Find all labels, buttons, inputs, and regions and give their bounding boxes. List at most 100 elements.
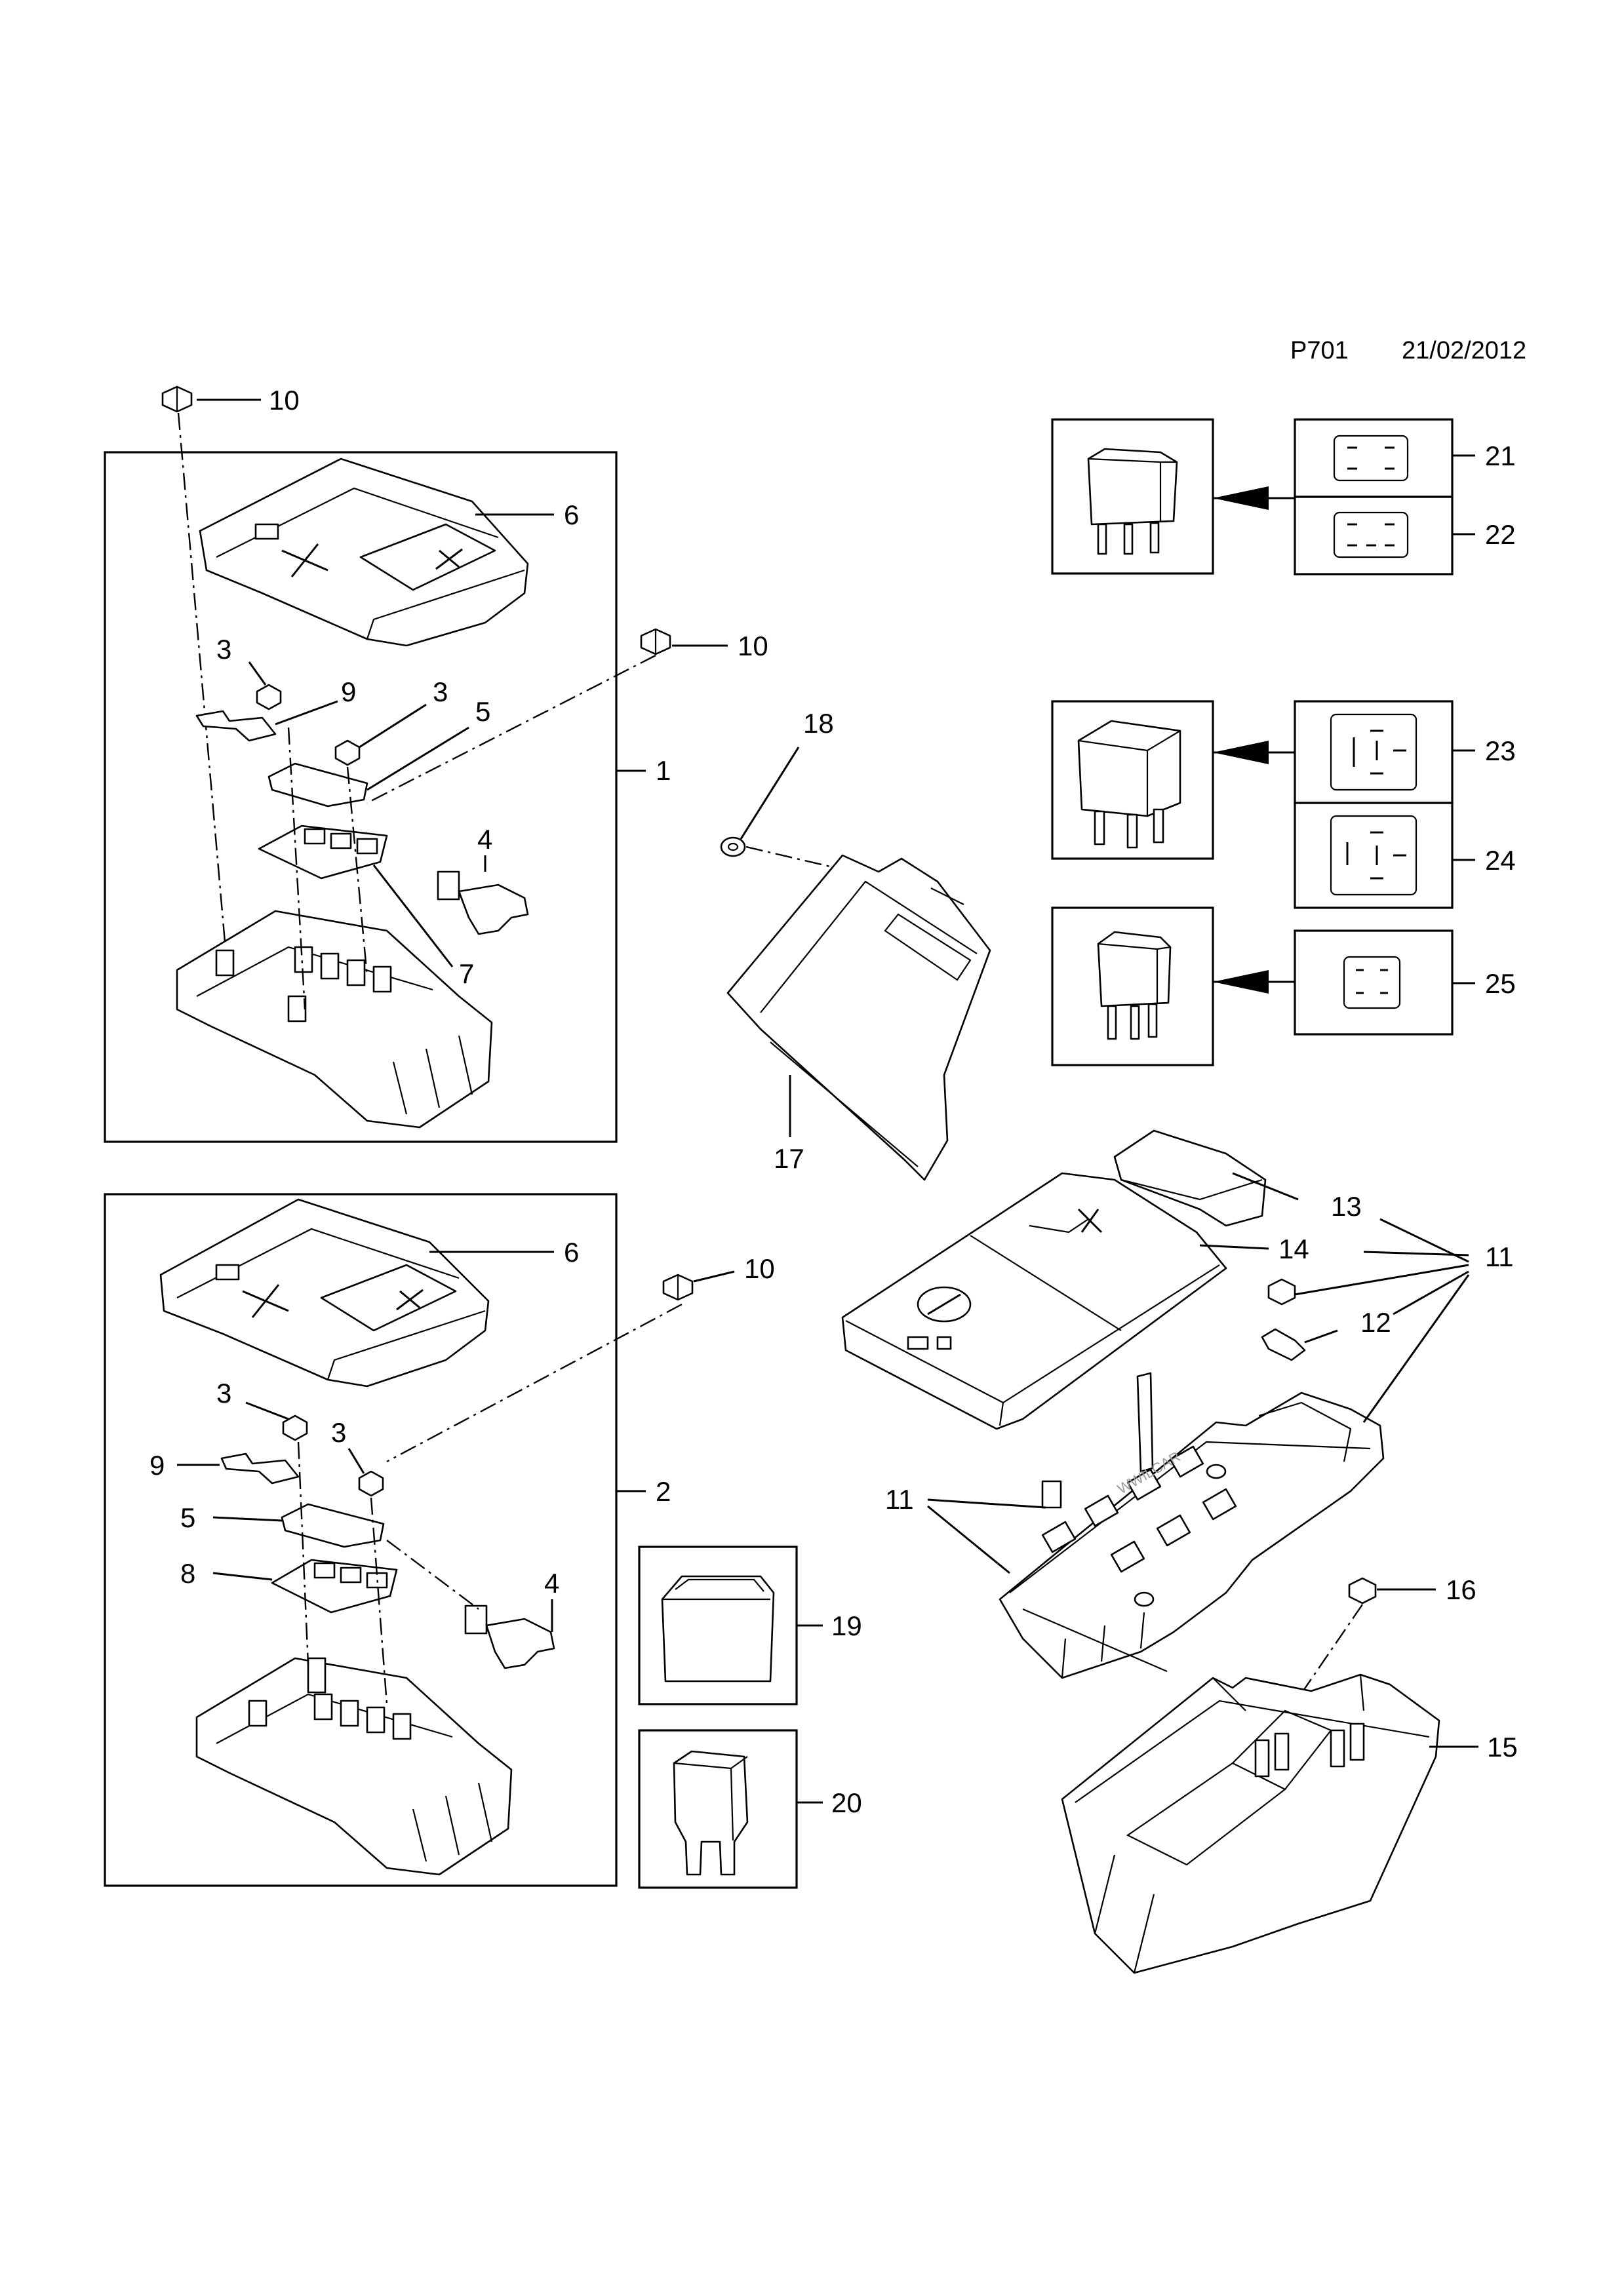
maxi-fuse-19: [661, 1575, 775, 1683]
bracket-12: [1261, 1328, 1306, 1361]
fuse-20-frame: [638, 1729, 798, 1889]
battery-terminal-4a: [437, 870, 529, 935]
dashline-10c: [386, 1303, 683, 1463]
pinout-22: [1333, 511, 1409, 558]
nut-16: [1348, 1577, 1377, 1605]
leader-3a: [248, 661, 267, 686]
lower-housing-15: [1061, 1673, 1440, 1974]
leader-9a: [275, 700, 338, 726]
callout-25: 25: [1485, 968, 1516, 999]
callout-4b: 4: [544, 1568, 559, 1599]
callout-23: 23: [1485, 735, 1516, 766]
leader-11b-2: [927, 1505, 1010, 1574]
dashline-3c: [297, 1441, 309, 1665]
busbar-9a: [195, 710, 277, 742]
callout-19: 19: [831, 1610, 862, 1641]
relay-21-22-frame: [1051, 418, 1214, 575]
callout-1: 1: [656, 755, 671, 786]
dashline-4b: [386, 1540, 479, 1610]
relay-23-24-frame: [1051, 700, 1214, 860]
dashline-10b: [366, 654, 656, 804]
leader-13: [1232, 1172, 1299, 1201]
fuse-box-cover-6a: [199, 457, 529, 647]
pinout-25: [1343, 956, 1401, 1009]
callout-7: 7: [459, 958, 474, 989]
pinout-25-frame: [1294, 929, 1454, 1036]
control-module-17: [726, 854, 991, 1181]
callout-8: 8: [180, 1558, 195, 1589]
pinout-24-frame: [1294, 802, 1454, 909]
mini-relay-23-24: [1077, 720, 1181, 849]
fuse-box-base-2: [195, 1657, 513, 1876]
washer-plate-5a: [267, 762, 368, 807]
callout-14: 14: [1278, 1234, 1309, 1264]
fuse-box-cover-14: [841, 1172, 1227, 1430]
grommet-18: [720, 836, 746, 857]
leader-11-nut: [1294, 1264, 1469, 1296]
leader-11-12: [1393, 1270, 1469, 1315]
nut-10-top: [161, 385, 193, 413]
nut-3c: [282, 1414, 308, 1441]
callout-10b: 10: [738, 631, 768, 661]
dashline-3b: [346, 766, 368, 977]
dashline-3d: [370, 1497, 388, 1705]
leader-5a: [366, 726, 469, 791]
leader-3d: [347, 1448, 365, 1474]
callout-20: 20: [831, 1787, 862, 1818]
callout-21: 21: [1485, 440, 1516, 471]
callout-4a: 4: [477, 824, 492, 855]
page-date: 21/02/2012: [1402, 337, 1526, 364]
fuse-box-body-11: [999, 1372, 1385, 1679]
pinout-23: [1330, 713, 1417, 791]
dashline-3a: [287, 727, 306, 1010]
nut-3d: [358, 1470, 384, 1497]
callout-11b: 11: [885, 1484, 914, 1515]
fuse-box-cover-6b: [159, 1198, 490, 1388]
leader-3b: [359, 703, 427, 749]
callout-24: 24: [1485, 845, 1516, 876]
leader-11b-1: [927, 1498, 1046, 1509]
fuse-strip-8: [271, 1559, 398, 1614]
assembly-2-frame: [104, 1193, 618, 1887]
pinout-24: [1330, 815, 1417, 896]
nut-12: [1267, 1278, 1296, 1306]
callout-10a: 10: [269, 385, 300, 416]
fuse-strip-7: [258, 825, 388, 880]
page-code: P701: [1290, 337, 1349, 364]
dashline-10a: [177, 412, 228, 958]
relay-25-frame: [1051, 906, 1214, 1066]
leader-18: [740, 747, 800, 840]
fuse-box-base-1: [176, 910, 493, 1129]
pinout-21-frame: [1294, 418, 1454, 498]
callout-3c: 3: [216, 1378, 231, 1409]
pinout-21: [1333, 435, 1409, 482]
callout-9b: 9: [149, 1450, 165, 1481]
leader-3c: [245, 1401, 289, 1420]
leader-12: [1304, 1329, 1338, 1344]
nut-3a: [256, 684, 282, 710]
callout-16: 16: [1446, 1574, 1476, 1605]
leader-11-body: [1362, 1274, 1470, 1423]
pinout-22-frame: [1294, 496, 1454, 575]
nut-10-mid: [640, 628, 671, 655]
terminal-cover-13: [1113, 1129, 1267, 1227]
micro-relay-21-22: [1087, 448, 1178, 555]
callout-9a: 9: [341, 676, 356, 707]
callout-10c: 10: [744, 1253, 775, 1284]
nut-10-low: [662, 1274, 694, 1301]
leader-14: [1199, 1244, 1269, 1250]
callout-6b: 6: [564, 1237, 579, 1268]
leader-7: [372, 865, 454, 967]
leader-5b: [212, 1516, 283, 1522]
callout-6a: 6: [564, 499, 579, 530]
pinout-23-frame: [1294, 700, 1454, 804]
callout-2: 2: [656, 1476, 671, 1507]
callout-12: 12: [1360, 1307, 1391, 1338]
callout-15: 15: [1487, 1732, 1518, 1762]
leader-11-14: [1363, 1251, 1469, 1256]
battery-terminal-4b: [464, 1605, 555, 1669]
washer-plate-5b: [281, 1503, 385, 1548]
callout-3b: 3: [433, 676, 448, 707]
callout-5a: 5: [475, 696, 490, 727]
